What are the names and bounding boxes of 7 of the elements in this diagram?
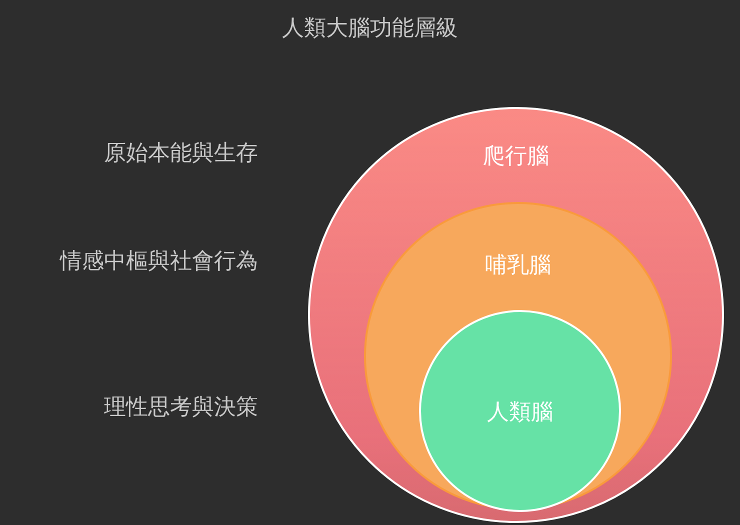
function-label: 理性思考與決策 (104, 394, 258, 422)
function-label: 原始本能與生存 (104, 140, 258, 168)
layer-label: 哺乳腦 (485, 252, 551, 280)
layer-label: 人類腦 (487, 399, 553, 427)
layer-label: 爬行腦 (483, 143, 549, 171)
function-label: 情感中樞與社會行為 (60, 248, 258, 276)
diagram-title: 人類大腦功能層級 (282, 16, 458, 41)
